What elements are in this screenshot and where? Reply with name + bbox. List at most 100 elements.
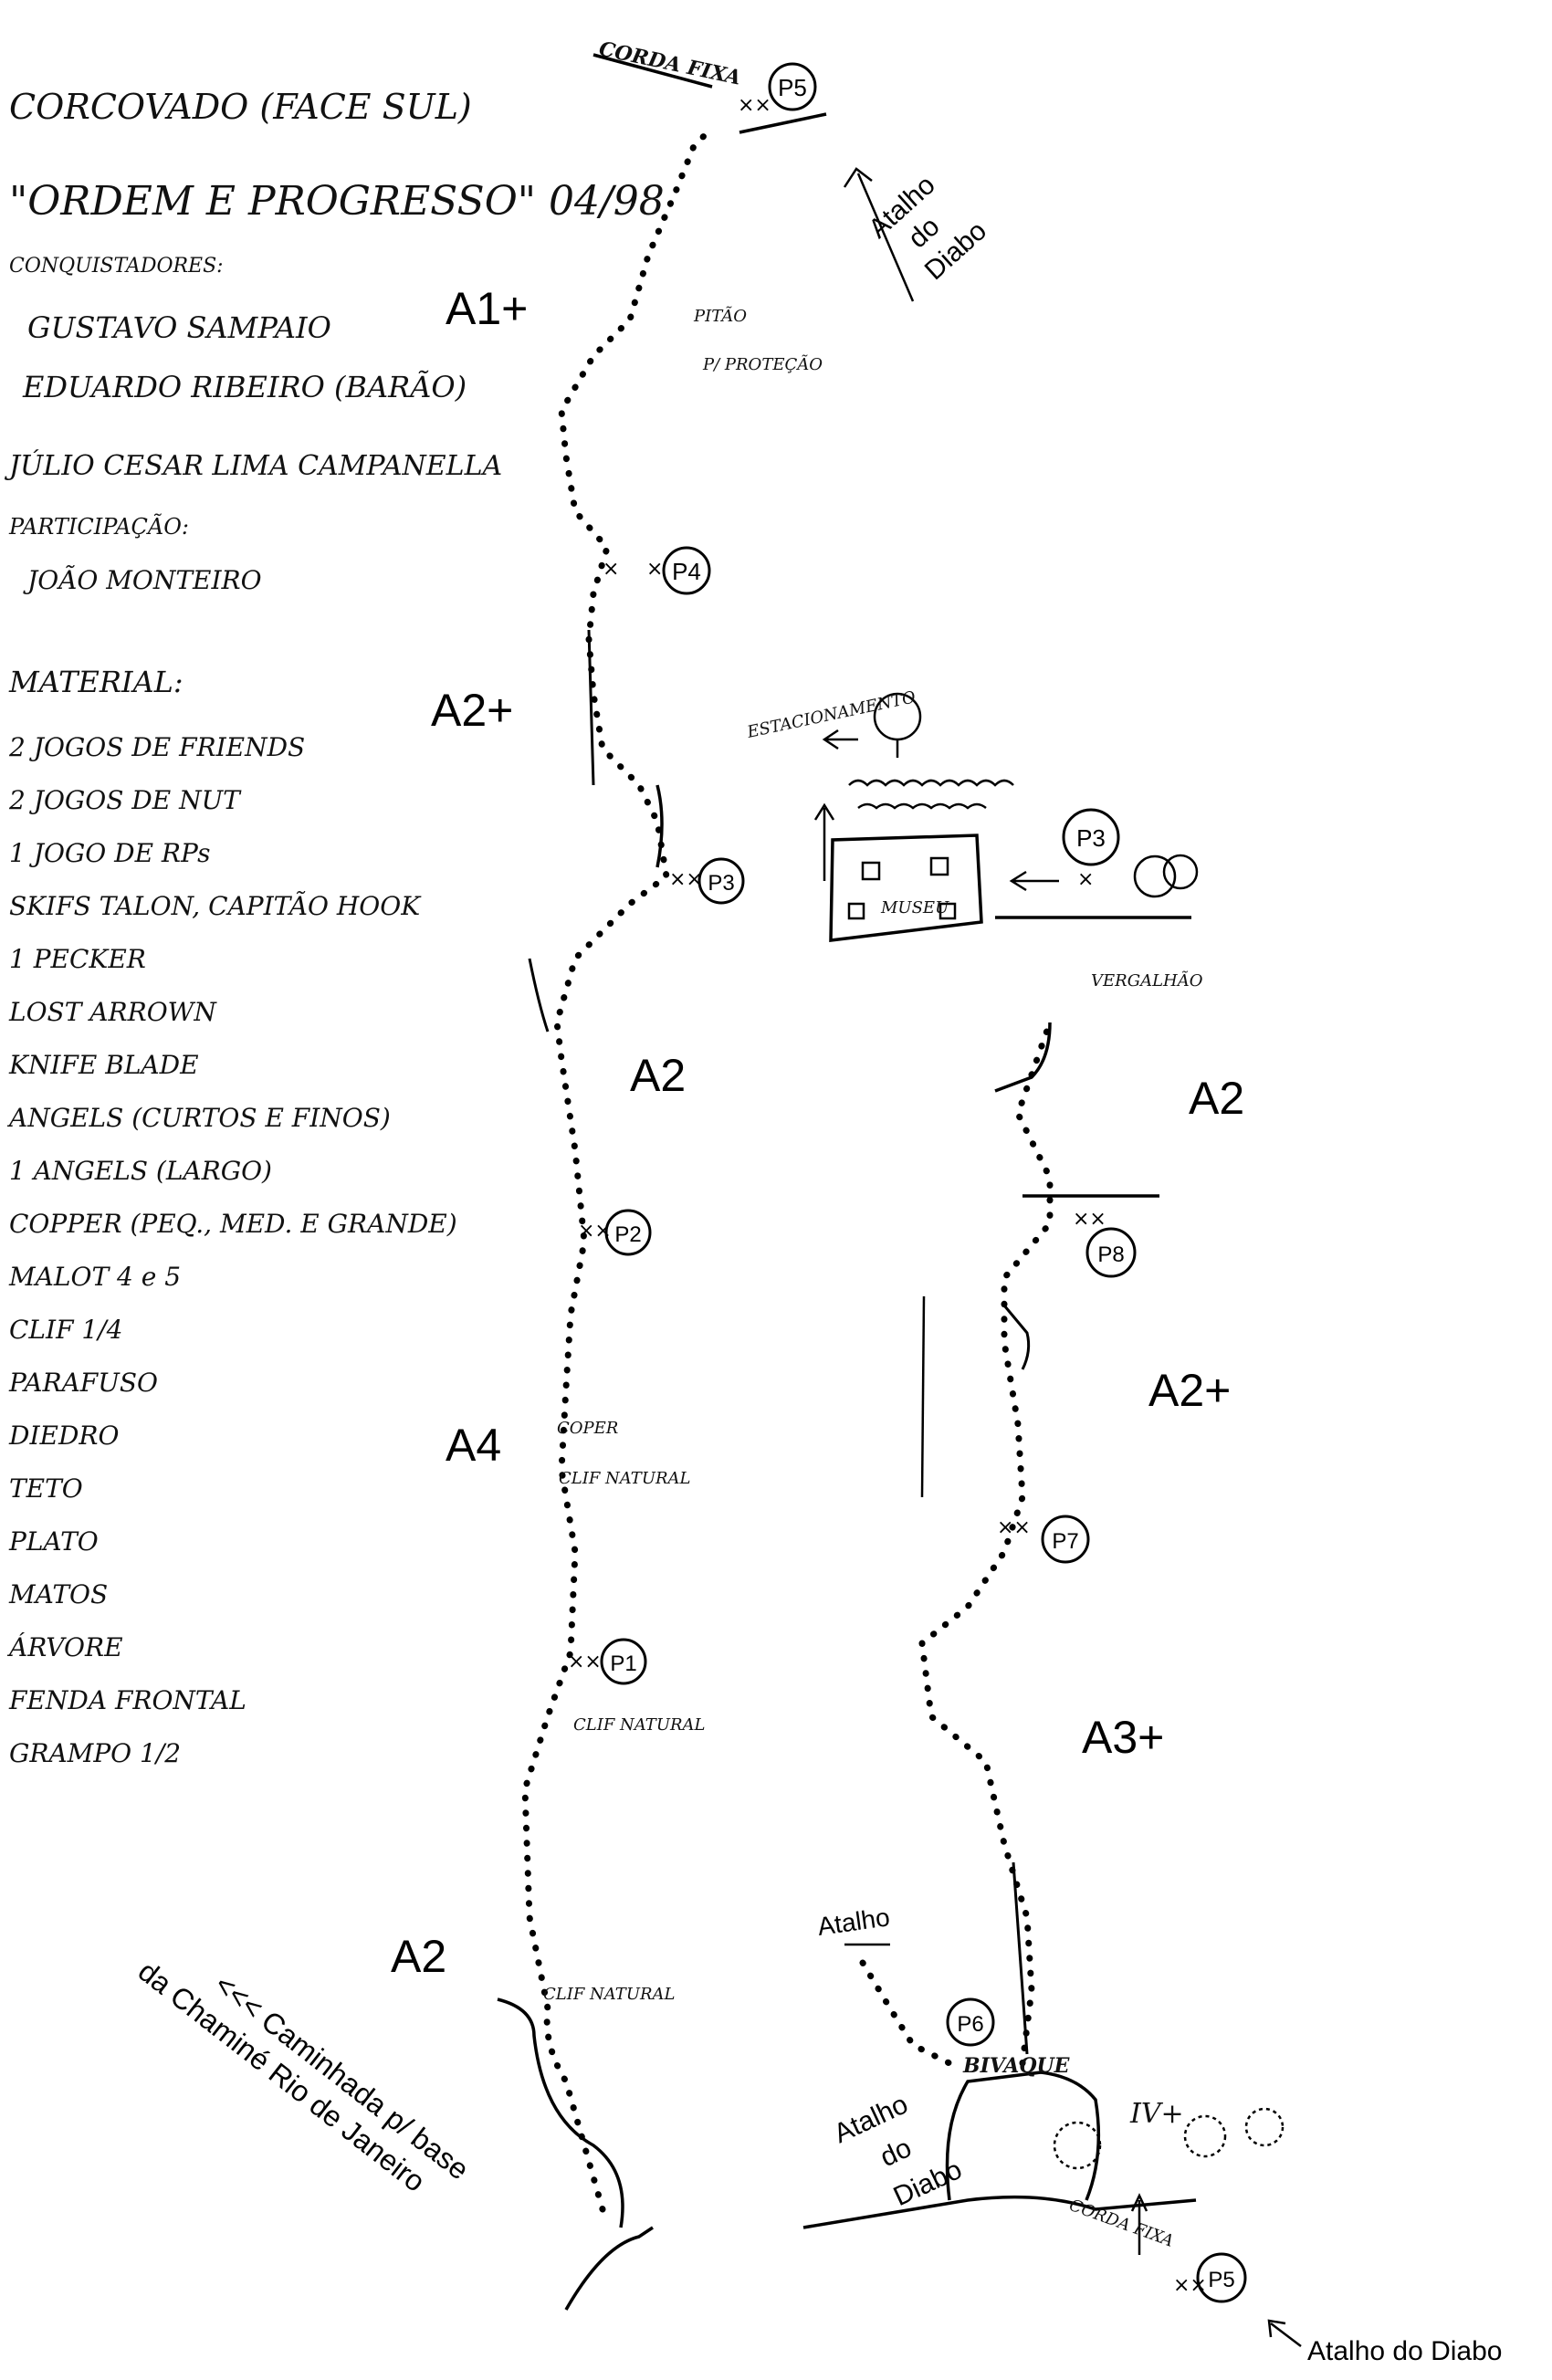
conqueror-1: GUSTAVO SAMPAIO	[27, 310, 331, 345]
belay-label: P2	[614, 1222, 641, 1247]
bush-line	[857, 802, 987, 810]
window	[939, 902, 957, 920]
grade-label: A3+	[1082, 1712, 1164, 1763]
atalho-small-path	[859, 1959, 953, 2067]
belay-station: P3	[697, 857, 745, 905]
conqueror-2: EDUARDO RIBEIRO (BARÃO)	[22, 370, 467, 404]
belay-label: P3	[708, 871, 734, 896]
material-item: LOST ARROWN	[8, 997, 217, 1027]
corda-fixa-line	[592, 53, 713, 89]
belay-label: P1	[610, 1651, 636, 1676]
material-item: ÁRVORE	[6, 1632, 123, 1662]
bolt-mark: ×	[603, 558, 619, 581]
bolt-mark: ××	[669, 868, 703, 891]
bolt-mark: ××	[568, 1651, 602, 1673]
belays: P5 P4 P3 P2 P1 P3 P8 P7 P6 P5	[600, 62, 1247, 2303]
top-ledge	[739, 112, 827, 134]
material-item: TETO	[9, 1473, 83, 1504]
crack-segment	[528, 958, 550, 1033]
grade-label: A2	[391, 1931, 446, 1982]
legend: CORCOVADO (FACE SUL) "ORDEM E PROGRESSO"…	[4, 87, 665, 1768]
conqueror-3: JÚLIO CESAR LIMA CAMPANELLA	[4, 449, 502, 482]
material-item: MALOT 4 e 5	[8, 1262, 181, 1292]
bush-line	[848, 779, 1014, 787]
museum-outline	[829, 834, 983, 942]
belay-label: P5	[778, 74, 807, 101]
material-item: 2 JOGOS DE FRIENDS	[8, 732, 305, 762]
clif-natural-label: CLIF NATURAL	[559, 1469, 691, 1488]
material-item: PLATO	[8, 1526, 99, 1557]
pitao-sub-label: P/ PROTEÇÃO	[702, 354, 823, 374]
material-item: COPPER (PEQ., MED. E GRANDE)	[9, 1209, 457, 1239]
grade-label: A2+	[1148, 1365, 1231, 1416]
belay-station: P3	[1062, 808, 1120, 866]
caminhada-line: <<< Caminhada p/ base	[209, 1967, 476, 2186]
window	[847, 902, 865, 920]
belay-label: P3	[1076, 824, 1106, 852]
pitao-label: PITÃO	[693, 306, 747, 326]
window	[929, 856, 949, 876]
route-name: "ORDEM E PROGRESSO" 04/98	[9, 178, 665, 225]
grade-label: A1+	[446, 283, 528, 334]
belay-label: P7	[1052, 1529, 1078, 1554]
belay-label: P6	[957, 2012, 983, 2037]
tree-icon	[1133, 854, 1177, 898]
entrance-arrow	[1009, 870, 1059, 892]
belay-station: P1	[600, 1638, 647, 1685]
grade-label: A2+	[431, 685, 513, 736]
material-item: 1 PECKER	[9, 944, 146, 974]
atalho-arrow	[1267, 2319, 1302, 2347]
route-line-left	[521, 124, 716, 2213]
atalho-diabo-top: Atalho do Diabo	[863, 170, 992, 286]
atalho-footer-label: Atalho do Diabo	[1307, 2336, 1503, 2366]
belay-station: P6	[946, 1997, 995, 2047]
material-label: MATERIAL:	[8, 665, 184, 699]
material-item: 2 JOGOS DE NUT	[8, 785, 242, 815]
belay-label: P4	[672, 558, 701, 585]
route-line-right	[918, 1019, 1054, 2067]
tree-icon	[1162, 854, 1199, 890]
material-item: ANGELS (CURTOS E FINOS)	[6, 1103, 391, 1133]
corda-fixa-label: CORDA FIXA	[597, 37, 743, 89]
crack-segment	[1012, 1861, 1029, 2055]
bivouac-ledge	[945, 2071, 1101, 2201]
wall-edge	[655, 784, 664, 868]
grade-label: A2	[630, 1050, 686, 1101]
atalho-top-arrow	[843, 167, 915, 302]
participant-1: JOÃO MONTEIRO	[23, 565, 262, 595]
belay-station: P4	[662, 546, 711, 595]
material-item: KNIFE BLADE	[8, 1050, 199, 1080]
up-arrow	[1130, 2193, 1148, 2255]
base-ground	[564, 2226, 654, 2311]
participation-label: PARTICIPAÇÃO:	[8, 513, 189, 540]
atalho-line: do	[876, 2133, 916, 2173]
parking-arrow	[822, 729, 858, 750]
window	[861, 861, 881, 881]
tree-icon	[1053, 2121, 1102, 2170]
belay-station: P5	[1196, 2252, 1247, 2303]
atalho-small-label: Atalho	[816, 1903, 892, 1941]
belay-station: P5	[768, 62, 817, 111]
start-chimney	[497, 1997, 624, 2228]
belay-label: P5	[1208, 2268, 1234, 2292]
belay-label: P8	[1097, 1242, 1124, 1267]
caminhada-line: da Chaminé Rio de Janeiro	[132, 1955, 432, 2198]
material-item: PARAFUSO	[8, 1368, 158, 1398]
grade-iv-label: IV+	[1129, 2098, 1184, 2130]
bivaque-label: BIVAQUE	[962, 2054, 1071, 2078]
grade-label: A2	[1189, 1073, 1244, 1124]
material-item: DIEDRO	[8, 1421, 119, 1451]
bolt-mark: ××	[578, 1220, 612, 1242]
right-route	[802, 916, 1197, 2229]
bolt-marks: ×× × × ×× ×× ×× ×× ×× × ××	[568, 94, 1207, 2297]
bolt-mark: ×	[1077, 868, 1094, 891]
belay-station: P8	[1085, 1227, 1137, 1278]
museum-label: MUSEU	[880, 898, 949, 917]
crack-segment	[587, 629, 595, 786]
bolt-mark: ××	[738, 94, 771, 117]
conquerors-label: CONQUISTADORES:	[9, 255, 224, 278]
clif-natural-label: CLIF NATURAL	[543, 1985, 676, 2004]
vergalhao-label: VERGALHÃO	[1091, 970, 1203, 991]
crack-segment	[1002, 1305, 1031, 1370]
